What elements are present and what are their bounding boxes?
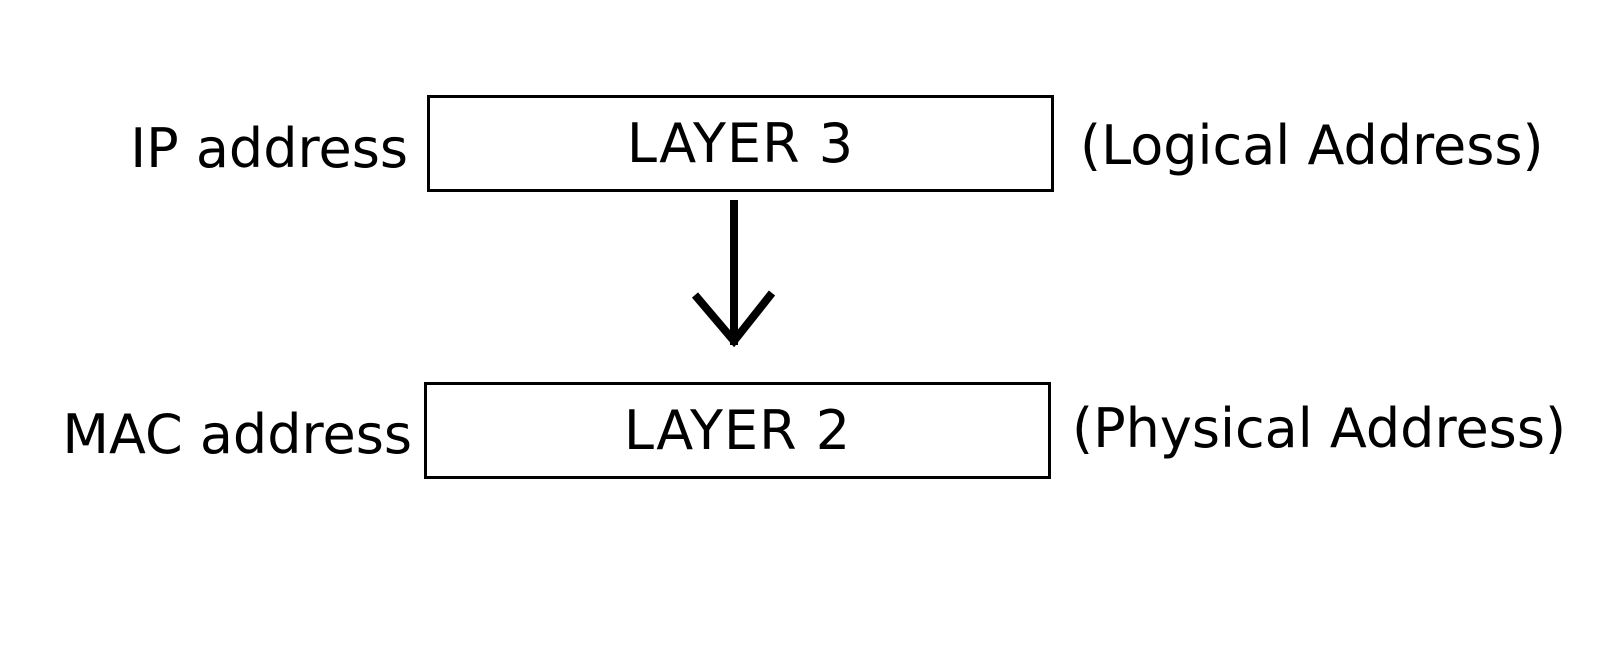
logical-address-label: (Logical Address): [1080, 114, 1544, 177]
layer-2-label: LAYER 2: [623, 398, 852, 462]
layer-3-box: LAYER 3: [427, 95, 1054, 192]
down-arrow-icon: [691, 200, 776, 348]
layer-2-box: LAYER 2: [424, 382, 1051, 479]
layer-3-label: LAYER 3: [626, 111, 855, 175]
arrow-head: [691, 290, 776, 348]
ip-address-label: IP address: [130, 117, 408, 180]
physical-address-label: (Physical Address): [1072, 397, 1567, 460]
mac-address-label: MAC address: [62, 403, 412, 466]
